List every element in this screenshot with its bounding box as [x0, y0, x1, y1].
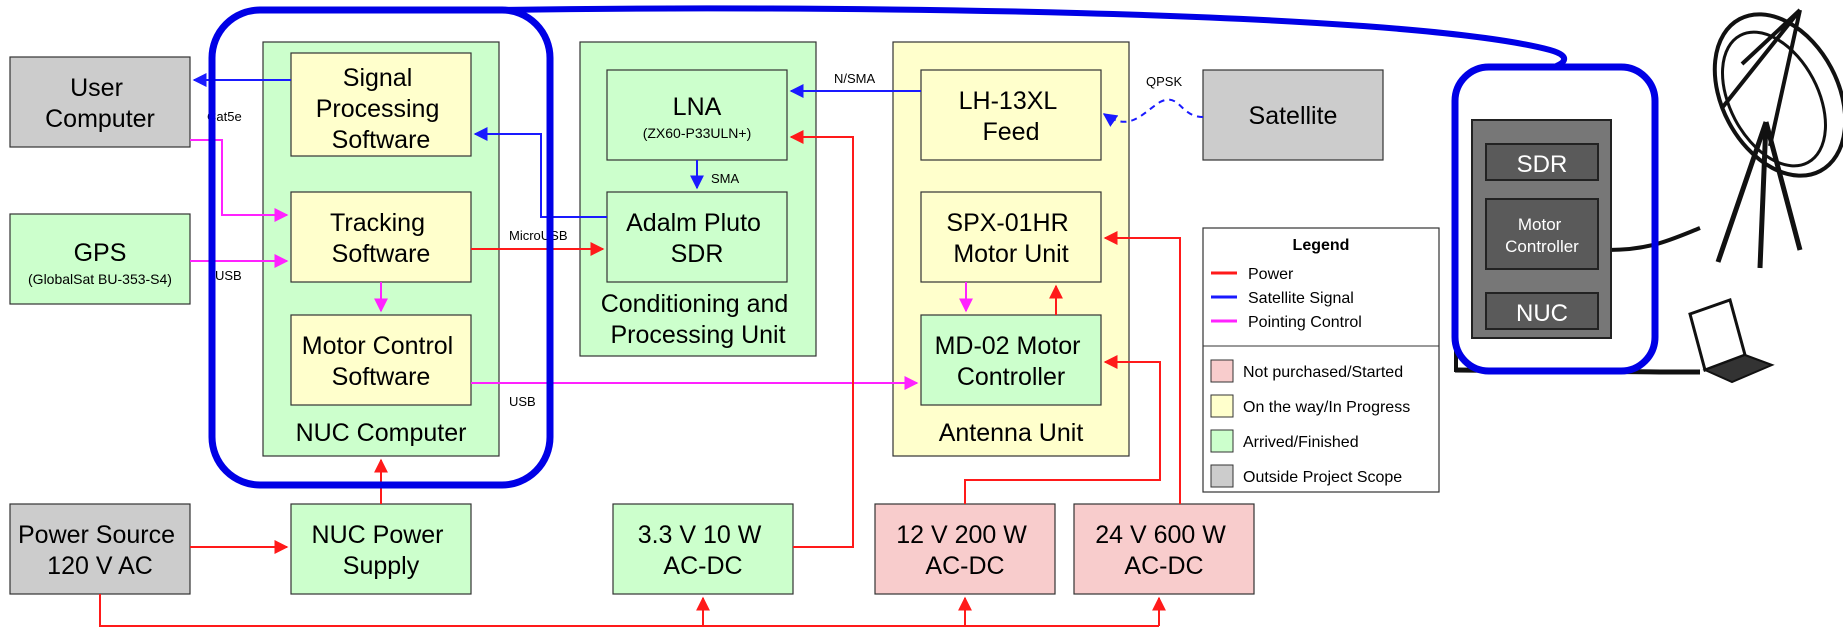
legend-power-label: Power: [1248, 266, 1294, 283]
legend-finished-label: Arrived/Finished: [1243, 434, 1359, 451]
legend-not-purchased-swatch: [1211, 360, 1233, 382]
psu-24v-block: [1074, 504, 1254, 594]
satellite-dish-illustration: [1608, 0, 1843, 268]
legend-outside-scope-label: Outside Project Scope: [1243, 469, 1402, 486]
usb-gps-label: USB: [215, 268, 242, 283]
motor-control-software-block: [291, 315, 471, 405]
legend-finished-swatch: [1211, 430, 1233, 452]
usb-motor-label: USB: [509, 394, 536, 409]
user-computer-block: [10, 57, 190, 147]
satellite-label: Satellite: [1249, 102, 1338, 130]
nuc-power-supply-block: [291, 504, 471, 594]
motor-controller-module: [1486, 199, 1598, 269]
legend-in-progress-swatch: [1211, 395, 1233, 417]
spx-motor-unit-block: [921, 192, 1101, 282]
nuc-module-label: NUC: [1516, 300, 1568, 327]
nsma-label: N/SMA: [834, 71, 876, 86]
sma-label: SMA: [711, 171, 740, 186]
lna-label: LNA: [673, 93, 722, 121]
psu-12v-block: [875, 504, 1055, 594]
hardware-stack: SDR Motor Controller NUC: [1472, 120, 1611, 338]
nuc-computer-label: NUC Computer: [296, 419, 467, 447]
legend-frame: [1203, 228, 1439, 492]
power-bus-line: [100, 594, 1159, 626]
legend-not-purchased-label: Not purchased/Started: [1243, 364, 1403, 381]
legend: Legend Power Satellite Signal Pointing C…: [1203, 228, 1439, 492]
gps-model-label: (GlobalSat BU-353-S4): [28, 271, 172, 287]
feed-block: [921, 70, 1101, 160]
sdr-module-label: SDR: [1517, 151, 1568, 178]
legend-outside-scope-swatch: [1211, 465, 1233, 487]
legend-in-progress-label: On the way/In Progress: [1243, 399, 1410, 416]
tracking-software-block: [291, 192, 471, 282]
md02-motor-controller-block: [921, 315, 1101, 405]
legend-pointing-label: Pointing Control: [1248, 314, 1362, 331]
legend-signal-label: Satellite Signal: [1248, 290, 1354, 307]
adalm-pluto-block: [607, 192, 787, 282]
gps-label: GPS: [74, 239, 127, 267]
antenna-unit-label: Antenna Unit: [939, 419, 1084, 447]
psu-3v3-block: [613, 504, 793, 594]
microusb-label: MicroUSB: [509, 228, 568, 243]
qpsk-label: QPSK: [1146, 74, 1182, 89]
power-source-block: [10, 504, 190, 594]
lna-model-label: (ZX60-P33ULN+): [643, 125, 752, 141]
legend-title: Legend: [1293, 237, 1350, 254]
